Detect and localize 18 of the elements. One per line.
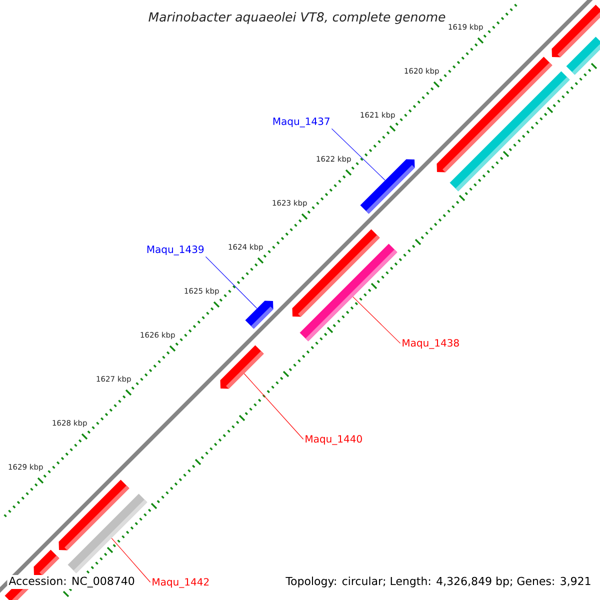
gene-label: Maqu_1437	[273, 118, 330, 128]
leader-line	[244, 373, 304, 440]
gene-feature	[245, 300, 274, 329]
footer-text: Accession: NC_008740	[7, 575, 136, 589]
title: Marinobacter aquaeolei VT8, complete genome	[148, 12, 446, 24]
gene-label: Maqu_1439	[147, 246, 204, 256]
leader-line	[352, 296, 401, 344]
gene-feature	[68, 494, 148, 574]
leader-line	[331, 128, 386, 180]
gene-feature	[360, 159, 415, 214]
gene-feature	[300, 244, 398, 342]
gene-label: Maqu_1442	[152, 578, 209, 588]
gene-label: Maqu_1438	[402, 339, 459, 349]
footer-text: Topology: circular; Length: 4,326,849 bp; Genes: 3,921	[284, 575, 593, 589]
gene-label: Maqu_1440	[306, 435, 362, 445]
leader-line	[205, 256, 258, 309]
leader-line	[111, 538, 151, 583]
gene-feature	[220, 345, 264, 389]
